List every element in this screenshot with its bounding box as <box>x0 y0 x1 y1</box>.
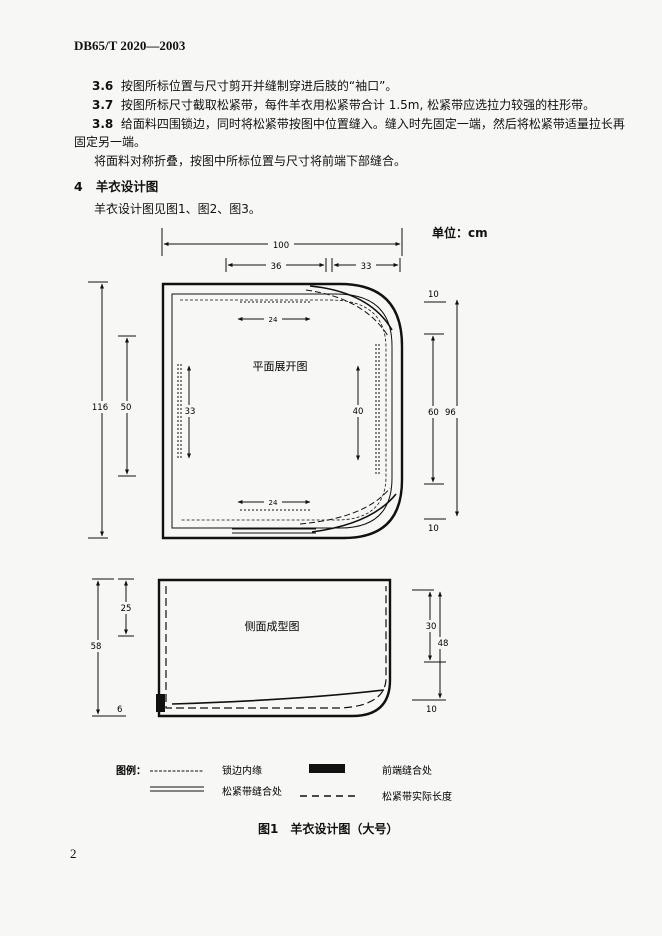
dim-right-top: 10 <box>428 290 439 300</box>
item-num: 3.6 <box>92 79 114 93</box>
top-view-outline <box>161 282 404 540</box>
section-num: 4 <box>74 179 83 194</box>
dim-right-total: 96 <box>445 408 456 418</box>
dim-right-bottom: 10 <box>428 524 439 534</box>
legend-elastic-seam: 松紧带缝合处 <box>222 785 282 798</box>
dim-width-left: 36 <box>271 262 282 272</box>
section-heading: 4 羊衣设计图 <box>74 176 158 195</box>
dim-bottom-seg: 24 <box>269 499 278 507</box>
unit-label: 单位：cm <box>432 226 488 240</box>
dim-right-mid: 60 <box>428 408 439 418</box>
item-3-6: 3.6 按图所标位置与尺寸剪开并缝制穿进后肢的“袖口”。 <box>92 77 397 95</box>
dim-width-right: 33 <box>361 262 372 272</box>
legend-elastic-length: 松紧带实际长度 <box>382 790 452 803</box>
item-num: 3.7 <box>92 98 114 112</box>
item-text: 按图所标尺寸截取松紧带，每件羊衣用松紧带合计 1.5m, 松紧带应选拉力较强的柱… <box>120 98 596 112</box>
dim-height-total: 116 <box>92 403 108 413</box>
intro-text: 羊衣设计图见图1、图2、图3。 <box>94 202 261 216</box>
item-3-7: 3.7 按图所标尺寸截取松紧带，每件羊衣用松紧带合计 1.5m, 松紧带应选拉力… <box>92 96 595 114</box>
item-3-8-cont: 固定另一端。 <box>74 135 147 149</box>
front-seam-mark <box>156 694 165 712</box>
side-view-outline <box>157 578 392 718</box>
section-title: 羊衣设计图 <box>95 179 159 194</box>
dim-side-right-bottom: 10 <box>426 705 437 715</box>
dim-inner-left: 33 <box>185 407 196 417</box>
dim-inner-right: 40 <box>353 407 364 417</box>
page-number: 2 <box>70 846 77 861</box>
legend-title: 图例： <box>116 764 146 777</box>
item-3-8: 3.8 给面料四围锁边，同时将松紧带按图中位置缝入。缝入时先固定一端，然后将松紧… <box>92 115 625 133</box>
legend-hem: 锁边内缘 <box>222 764 262 777</box>
paragraph: 将面料对称折叠，按图中所标位置与尺寸将前端下部缝合。 <box>94 154 407 168</box>
legend-front-seam: 前端缝合处 <box>382 764 432 777</box>
top-view-label: 平面展开图 <box>253 360 308 373</box>
dim-side-height-top: 25 <box>121 604 132 614</box>
dim-side-bottom-left: 6 <box>117 705 122 715</box>
doc-header: DB65/T 2020—2003 <box>74 38 186 53</box>
item-text: 给面料四围锁边，同时将松紧带按图中位置缝入。缝入时先固定一端，然后将松紧带适量拉… <box>120 117 625 131</box>
figure-caption: 图1 羊衣设计图（大号） <box>258 822 399 836</box>
side-view-label: 侧面成型图 <box>245 619 300 633</box>
dim-top-seg: 24 <box>269 316 278 324</box>
dim-side-height-total: 58 <box>91 642 102 652</box>
dim-side-right-total: 48 <box>438 639 449 649</box>
legend <box>150 764 358 797</box>
dim-side-right-top: 30 <box>426 622 437 632</box>
item-text: 按图所标位置与尺寸剪开并缝制穿进后肢的“袖口”。 <box>120 79 398 93</box>
item-num: 3.8 <box>92 117 114 131</box>
dim-height-inner: 50 <box>121 403 132 413</box>
dim-width-total: 100 <box>273 241 289 251</box>
